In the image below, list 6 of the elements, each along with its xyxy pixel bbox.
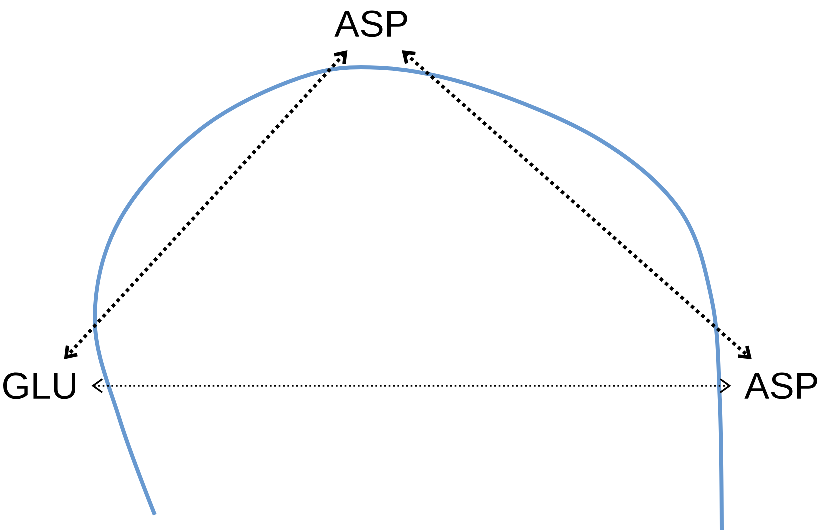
residue-label: ASP [744, 372, 818, 400]
double-arrow [402, 50, 752, 360]
double-arrow [64, 50, 348, 360]
double-arrow [92, 378, 732, 394]
residue-label: GLU [4, 372, 76, 400]
residue-label: ASP [334, 10, 408, 38]
